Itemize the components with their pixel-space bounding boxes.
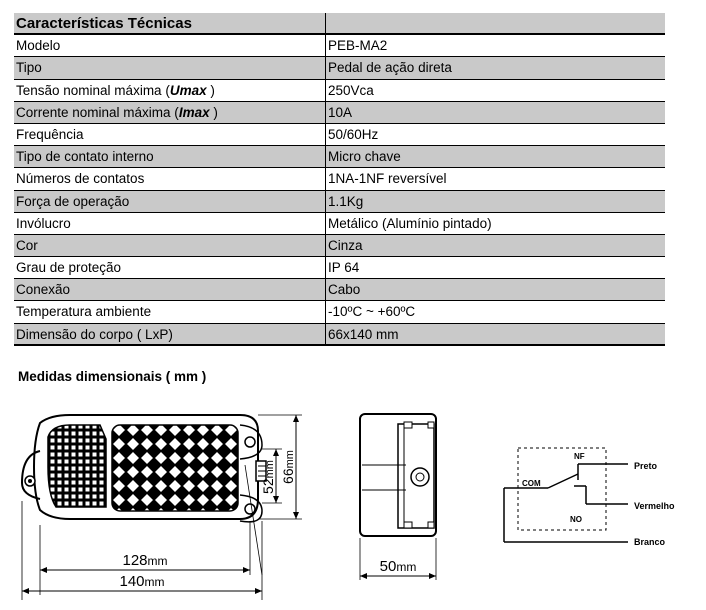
outer-length-value: 140: [119, 573, 144, 590]
table-row: Temperatura ambiente -10ºC ~ +60ºC: [14, 301, 665, 324]
row-value: 66x140 mm: [328, 326, 399, 342]
outer-length-unit: mm: [145, 575, 165, 589]
dimensions-title: Medidas dimensionais ( mm ): [18, 369, 207, 384]
table-header-value: [328, 13, 663, 35]
row-value: Micro chave: [328, 149, 401, 165]
row-label: Corrente nominal máxima (Imax ): [16, 104, 218, 120]
wire-2-label: Vermelho: [634, 501, 675, 511]
table-row: Frequência 50/60Hz: [14, 123, 665, 147]
row-symbol: Imax: [178, 104, 210, 120]
inner-width-value: 52: [260, 478, 276, 494]
row-label: Invólucro: [16, 215, 71, 231]
table-row: Conexão Cabo: [14, 279, 665, 302]
table-row: Tipo Pedal de ação direta: [14, 57, 665, 80]
row-label: Temperatura ambiente: [16, 304, 152, 320]
row-value: 50/60Hz: [328, 126, 379, 142]
table-header: Características Técnicas: [14, 13, 665, 36]
table-row: Invólucro Metálico (Alumínio pintado): [14, 212, 665, 235]
inner-width-unit: mm: [264, 460, 276, 478]
row-label: Tipo de contato interno: [16, 149, 154, 165]
row-label: Força de operação: [16, 193, 130, 209]
pedal-top-view-drawing: 52mm 66mm 128mm 140mm: [20, 414, 302, 600]
nf-label: NF: [574, 452, 585, 461]
table-row: Cor Cinza: [14, 234, 665, 258]
row-value: 10A: [328, 104, 353, 120]
table-row: Força de operação 1.1Kg: [14, 190, 665, 213]
row-value: Cinza: [328, 237, 363, 253]
row-value: -10ºC ~ +60ºC: [328, 304, 416, 320]
row-label: Cor: [16, 237, 38, 253]
no-label: NO: [570, 515, 582, 524]
row-label: Dimensão do corpo ( LxP): [16, 326, 173, 342]
table-row: Tipo de contato interno Micro chave: [14, 146, 665, 169]
row-value: 1.1Kg: [328, 193, 364, 209]
table-header-title: Características Técnicas: [16, 15, 192, 32]
row-value: 1NA-1NF reversível: [328, 171, 447, 187]
com-label: COM: [522, 479, 541, 488]
row-label: Conexão: [16, 282, 71, 298]
depth-value: 50: [380, 558, 397, 575]
svg-text:128mm: 128mm: [122, 552, 167, 569]
table-row: Modelo PEB-MA2: [14, 35, 665, 58]
wiring-diagram: NF COM NO Preto Vermelho Branco: [503, 447, 675, 547]
row-value: Pedal de ação direta: [328, 60, 452, 76]
wire-1-label: Preto: [634, 461, 658, 471]
table-row: Corrente nominal máxima (Imax ) 10A: [14, 101, 665, 124]
row-label: Modelo: [16, 38, 61, 54]
row-value: IP 64: [328, 260, 360, 276]
table-row: Números de contatos 1NA-1NF reversível: [14, 168, 665, 191]
svg-text:140mm: 140mm: [119, 573, 164, 590]
table-row: Dimensão do corpo ( LxP) 66x140 mm: [14, 323, 665, 346]
outer-width-value: 66: [280, 468, 296, 484]
row-value: Cabo: [328, 282, 361, 298]
row-value: PEB-MA2: [328, 38, 388, 54]
row-label: Frequência: [16, 126, 84, 142]
outer-width-unit: mm: [284, 450, 296, 468]
depth-unit: mm: [396, 560, 416, 574]
row-label: Números de contatos: [16, 171, 145, 187]
row-value: 250Vca: [328, 82, 374, 98]
inner-length-unit: mm: [148, 554, 168, 568]
table-row: Grau de proteção IP 64: [14, 257, 665, 280]
row-value: Metálico (Alumínio pintado): [328, 215, 492, 231]
table-row: Tensão nominal máxima (Umax ) 250Vca: [14, 79, 665, 102]
row-label: Tensão nominal máxima (Umax ): [16, 82, 215, 98]
pedal-side-view-drawing: 50mm: [359, 413, 437, 580]
row-symbol: Umax: [169, 82, 207, 98]
row-label: Tipo: [16, 60, 42, 76]
svg-text:66mm: 66mm: [280, 450, 296, 484]
inner-length-value: 128: [122, 552, 147, 569]
svg-text:52mm: 52mm: [260, 460, 276, 494]
svg-text:50mm: 50mm: [380, 558, 417, 575]
wire-3-label: Branco: [634, 537, 666, 547]
row-label: Grau de proteção: [16, 260, 122, 276]
